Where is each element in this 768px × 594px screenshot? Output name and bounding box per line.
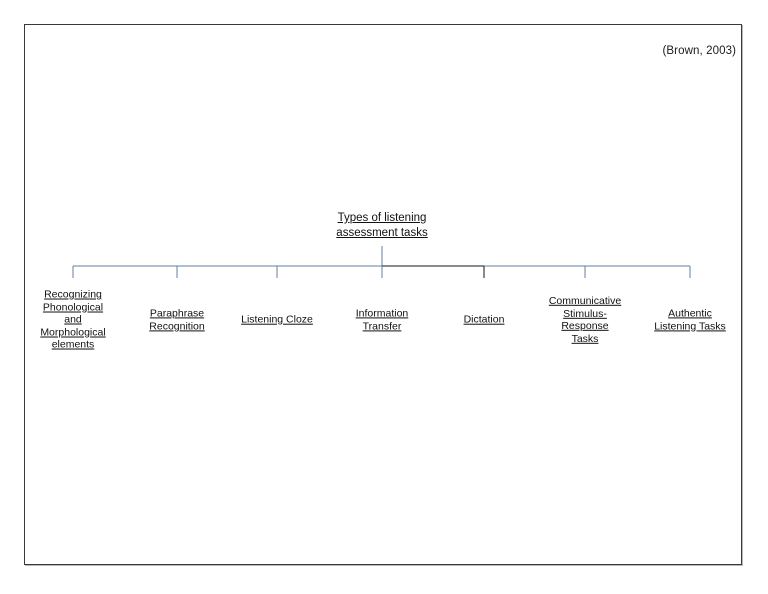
leaf-node-label-line: Response <box>561 320 609 332</box>
root-node-line-2: assessment tasks <box>336 227 428 239</box>
leaf-node-label-line: Communicative <box>548 294 622 307</box>
root-node-types-of-listening-assessment-tasks: Types of listening assessment tasks <box>310 211 454 241</box>
leaf-node-label-line: and <box>64 313 82 326</box>
leaf-node-label-line: Authentic <box>668 307 712 320</box>
leaf-node-label-line: elements <box>51 338 95 351</box>
leaf-node-label-line: Tasks <box>571 332 599 345</box>
leaf-node-label-line: Information <box>355 307 409 320</box>
leaf-node-label-line: Phonological <box>42 301 104 314</box>
leaf-node-label-line: Transfer <box>362 320 402 332</box>
leaf-node-label-line: Listening Cloze <box>241 313 313 326</box>
leaf-node-dictation: Dictation <box>464 314 505 327</box>
leaf-node-label-line: Stimulus- <box>563 307 607 320</box>
page-frame <box>24 24 742 565</box>
root-node-line-1: Types of listening <box>337 212 427 224</box>
leaf-node-label-line: Paraphrase <box>149 307 205 320</box>
leaf-node-label-line: Recognition <box>149 320 205 332</box>
leaf-node-label-line: Morphological <box>40 326 106 339</box>
leaf-node-label-line: Listening Tasks <box>654 320 726 332</box>
leaf-node-listening-cloze: Listening Cloze <box>241 314 313 327</box>
leaf-node-label-line: Recognizing <box>44 288 102 301</box>
leaf-node-label-line: Dictation <box>463 313 505 326</box>
source-citation: (Brown, 2003) <box>662 45 736 57</box>
